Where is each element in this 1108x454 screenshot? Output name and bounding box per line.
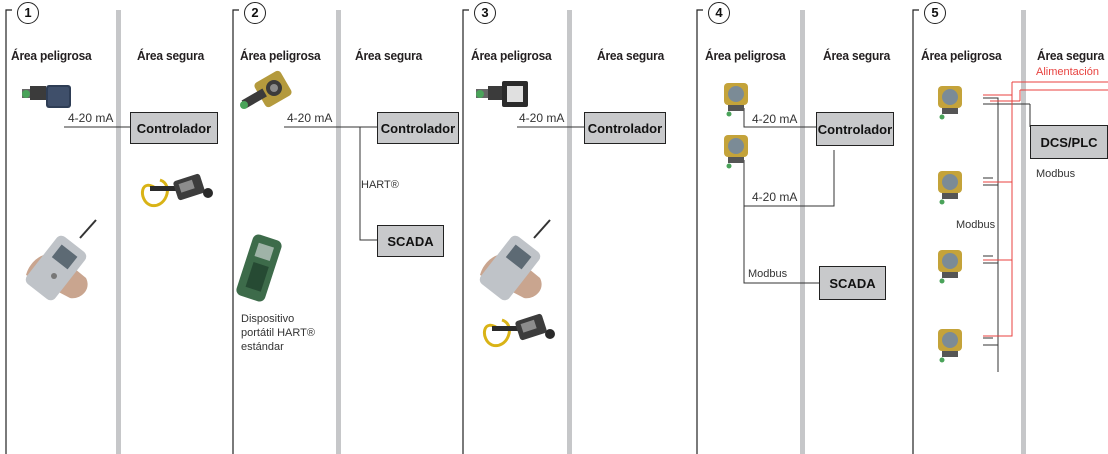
panel-2-number: 2 [244, 2, 266, 24]
p4-transmitter-2-icon [724, 135, 748, 169]
p3-calibration-kit-icon [483, 313, 555, 348]
p2-gas-detector-icon [240, 70, 292, 109]
p2-hart-line [359, 127, 377, 241]
panel-5-frame [912, 9, 919, 454]
panel-3-frame [462, 9, 469, 454]
panel-1-hazard-label: Área peligrosa [11, 48, 92, 63]
panel-3-safe-label: Área segura [597, 48, 665, 63]
p2-handheld-line-2: portátil HART® [241, 327, 315, 339]
p2-scada-label: SCADA [387, 233, 434, 249]
p1-signal-label: 4-20 mA [68, 111, 114, 125]
p3-controller-label: Controlador [587, 120, 663, 136]
panel-2-frame [232, 9, 239, 454]
p4-line-1 [743, 108, 816, 128]
p4-signal-1-label: 4-20 mA [752, 112, 798, 126]
panel-3-number: 3 [474, 2, 496, 24]
panel-5-safe-label: Área segura [1037, 48, 1105, 63]
p3-gas-detector-icon [476, 81, 528, 107]
p5-modbus-bus-label: Modbus [956, 219, 996, 231]
p4-line-2 [743, 150, 835, 207]
p5-transmitter-1-icon [938, 86, 962, 120]
panel-3-hazard-label: Área peligrosa [471, 48, 552, 63]
p5-dcs-plc-box: DCS/PLC [1030, 125, 1108, 159]
p2-controller-box: Controlador [377, 112, 459, 144]
panel-4-frame [696, 9, 703, 454]
p4-signal-2-label: 4-20 mA [752, 190, 798, 204]
panel-2-hazard-label: Área peligrosa [240, 48, 321, 63]
panel-1-safe-label: Área segura [137, 48, 205, 63]
p4-controller-box: Controlador [816, 112, 894, 146]
panel-4-number: 4 [708, 2, 730, 24]
panel-4-safe-label: Área segura [823, 48, 891, 63]
p3-handheld-communicator-icon [479, 219, 551, 301]
panel-5-hazard-label: Área peligrosa [921, 48, 1002, 63]
panel-5-divider [1021, 10, 1026, 454]
panel-2-safe-label: Área segura [355, 48, 423, 63]
panel-1-number: 1 [17, 2, 39, 24]
p1-handheld-communicator-icon [25, 219, 97, 301]
p4-modbus-line [743, 192, 819, 284]
p4-scada-box: SCADA [819, 266, 886, 300]
p2-handheld-line-1: Dispositivo [241, 313, 295, 325]
panel-4-divider [800, 10, 805, 454]
panel-4-hazard-label: Área peligrosa [705, 48, 786, 63]
p3-controller-box: Controlador [584, 112, 666, 144]
p5-transmitter-3-icon [938, 250, 962, 284]
p4-transmitter-1-icon [724, 83, 748, 117]
p5-modbus-safe-label: Modbus [1036, 168, 1076, 180]
panel-5-number: 5 [924, 2, 946, 24]
p2-hart-handheld-icon [236, 234, 282, 302]
p1-gas-detector-icon [22, 85, 71, 108]
panel-1-divider [116, 10, 121, 454]
p2-handheld-line-3: estándar [241, 341, 284, 353]
p5-power-label: Alimentación [1036, 66, 1099, 78]
p5-dcs-plc-label: DCS/PLC [1040, 134, 1098, 150]
p5-transmitter-4-icon [938, 329, 962, 363]
p1-calibration-kit-icon [141, 173, 213, 208]
p3-signal-label: 4-20 mA [519, 111, 565, 125]
p4-scada-label: SCADA [829, 275, 876, 291]
p5-modbus-bus [983, 97, 999, 372]
p4-modbus-label: Modbus [748, 268, 788, 280]
p2-controller-label: Controlador [380, 120, 456, 136]
panel-1-frame [5, 9, 12, 454]
p2-signal-label: 4-20 mA [287, 111, 333, 125]
panel-3-divider [567, 10, 572, 454]
p5-transmitter-2-icon [938, 171, 962, 205]
panel-2-divider [336, 10, 341, 454]
p2-scada-box: SCADA [377, 225, 444, 257]
p1-controller-box: Controlador [130, 112, 218, 144]
p1-controller-label: Controlador [136, 120, 212, 136]
p5-power-line [983, 94, 1013, 337]
p2-hart-label: HART® [361, 179, 399, 191]
p4-controller-label: Controlador [817, 121, 893, 137]
